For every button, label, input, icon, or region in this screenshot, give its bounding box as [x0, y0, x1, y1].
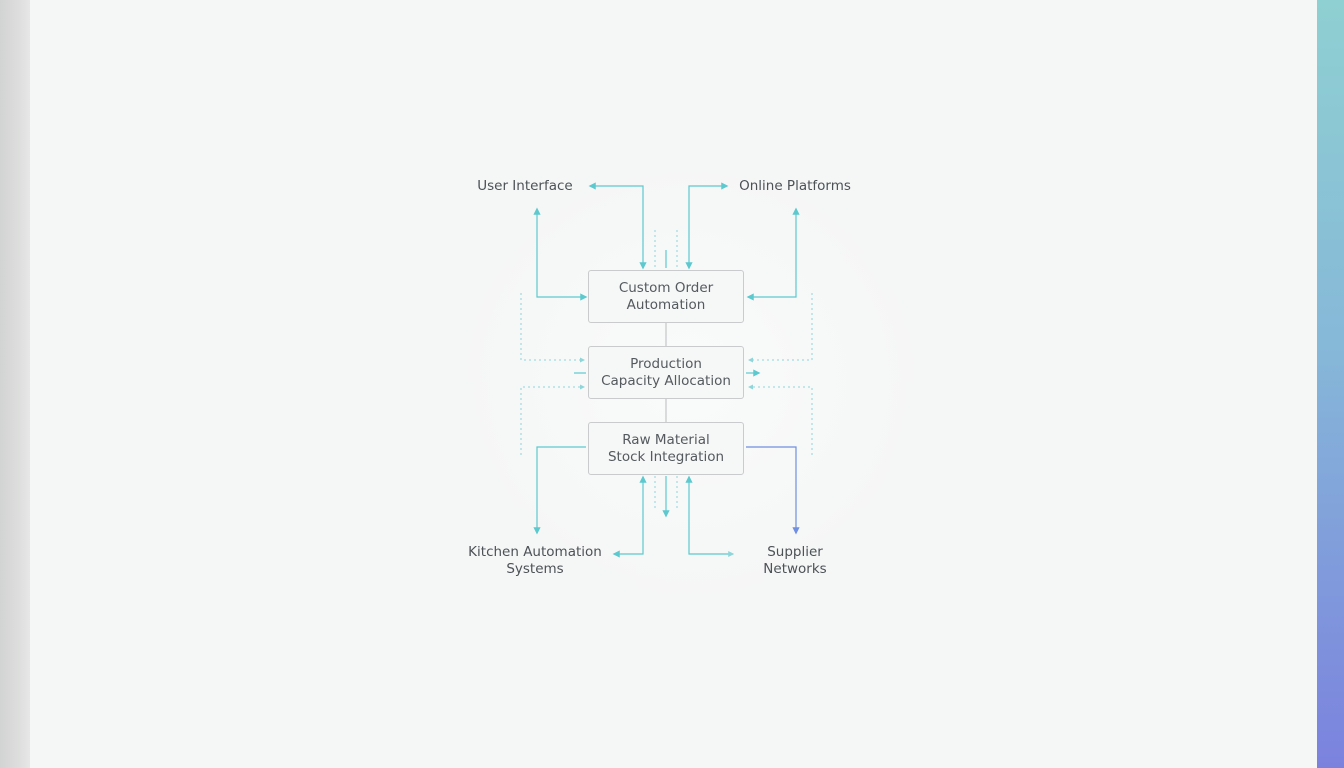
- arrow-stock-to-supplier-down: [746, 446, 800, 535]
- arrow-order-to-online-platforms-top: [685, 182, 729, 270]
- label-user-interface: User Interface: [477, 178, 573, 194]
- dotted-right-lower: [748, 384, 813, 455]
- left-window-edge: [0, 0, 30, 768]
- node-production-capacity-allocation-label: Production Capacity Allocation: [601, 355, 731, 389]
- arrow-order-to-user-interface-top: [588, 182, 647, 270]
- label-supplier-networks: Supplier Networks: [763, 544, 827, 577]
- arrow-stock-to-kitchen-down: [533, 446, 586, 535]
- arrow-stock-to-kitchen-bottom: [612, 475, 647, 558]
- dotted-left-lower: [520, 384, 585, 455]
- node-raw-material-stock-integration[interactable]: Raw Material Stock Integration: [588, 422, 744, 475]
- dotted-left-upper: [520, 293, 585, 363]
- arrow-order-to-user-interface-up: [533, 207, 588, 301]
- arrow-order-to-online-platforms-up: [746, 207, 800, 301]
- node-custom-order-automation[interactable]: Custom Order Automation: [588, 270, 744, 323]
- dotted-right-upper: [748, 293, 813, 363]
- node-raw-material-stock-integration-label: Raw Material Stock Integration: [607, 431, 725, 465]
- label-kitchen-automation-systems: Kitchen Automation Systems: [468, 544, 602, 577]
- label-online-platforms: Online Platforms: [739, 178, 851, 194]
- node-production-capacity-allocation[interactable]: Production Capacity Allocation: [588, 346, 744, 399]
- right-gradient-edge: [1317, 0, 1344, 768]
- node-custom-order-automation-label: Custom Order Automation: [618, 279, 714, 313]
- arrow-stock-to-supplier-bottom: [685, 475, 735, 557]
